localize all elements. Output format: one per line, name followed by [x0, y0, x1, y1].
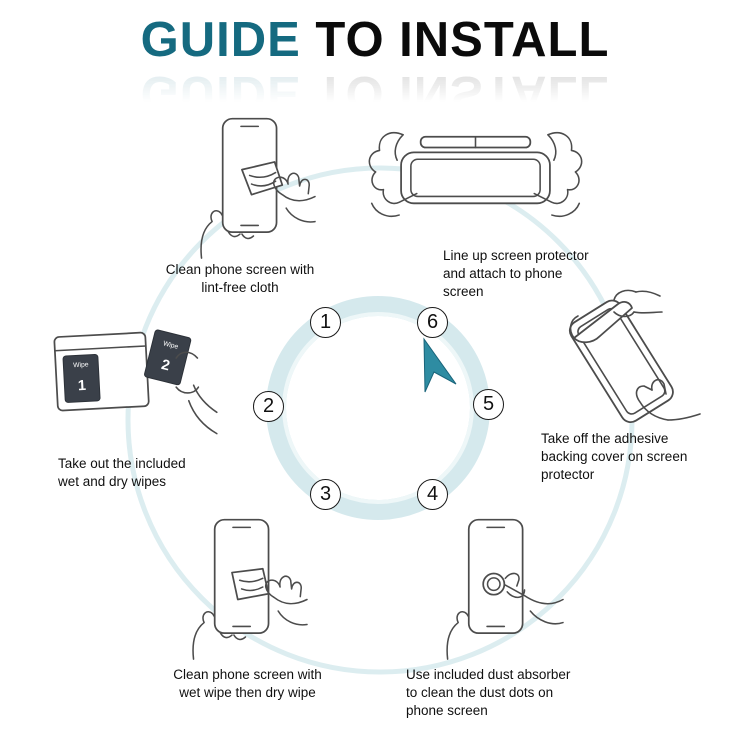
wiping-hand [264, 575, 308, 605]
left-hand [368, 132, 418, 205]
pinching-hand [175, 351, 199, 359]
step1-clean-cloth-illustration [200, 117, 316, 259]
title-text: GUIDE TO INSTALL [0, 16, 750, 65]
step-number-1: 1 [310, 307, 341, 338]
inner-ring [266, 296, 490, 520]
holding-hand [192, 611, 219, 660]
wiping-hand [272, 172, 316, 202]
dust-absorber-icon [482, 572, 506, 596]
step-number-3: 3 [310, 479, 341, 510]
holding-hand [200, 210, 227, 259]
page-title: GUIDE TO INSTALL GUIDE TO INSTALL [0, 16, 750, 121]
pinch-hand [613, 289, 637, 301]
step5-caption: Take off the adhesive backing cover on s… [541, 431, 688, 482]
step4-caption: Use included dust absorber to clean the … [406, 667, 571, 718]
step2-wipes-illustration: Wipe 1 Wipe 2 [53, 329, 218, 435]
pinching-hand [504, 584, 564, 605]
svg-text:1: 1 [77, 378, 86, 394]
wipe-packet-1 [62, 353, 101, 403]
step3-wipe-illustration [192, 518, 308, 660]
holding-hand [446, 611, 473, 660]
step3-caption: Clean phone screen with wet wipe then dr… [173, 667, 322, 700]
phone-icon [400, 151, 551, 205]
wipe-icon [231, 567, 270, 601]
svg-text:Wipe: Wipe [162, 340, 179, 351]
step6-caption: Line up screen protector and attach to p… [443, 248, 589, 299]
title-rest: TO INSTALL [300, 13, 610, 67]
step-number-6: 6 [417, 307, 448, 338]
title-accent: GUIDE [140, 13, 301, 67]
svg-text:Wipe: Wipe [73, 361, 89, 369]
step-number-2: 2 [253, 391, 284, 422]
step1-caption: Clean phone screen with lint-free cloth [165, 262, 315, 295]
holding-hand [635, 385, 669, 421]
step5-peel-backing-illustration [568, 289, 701, 423]
step4-dust-absorber-illustration [446, 518, 564, 660]
svg-text:2: 2 [160, 357, 172, 374]
cloth-icon [241, 161, 284, 196]
step2-caption: Take out the included wet and dry wipes [58, 456, 186, 489]
right-hand [533, 132, 583, 205]
inner-ring-highlight [282, 312, 474, 504]
step-number-4: 4 [417, 479, 448, 510]
direction-arrow-icon [423, 337, 457, 393]
backing-film-icon [573, 301, 633, 344]
step6-attach-protector-illustration [368, 132, 583, 218]
wipe-packet-2 [144, 329, 192, 386]
step-number-5: 5 [473, 389, 504, 420]
title-reflection: GUIDE TO INSTALL [140, 66, 610, 120]
